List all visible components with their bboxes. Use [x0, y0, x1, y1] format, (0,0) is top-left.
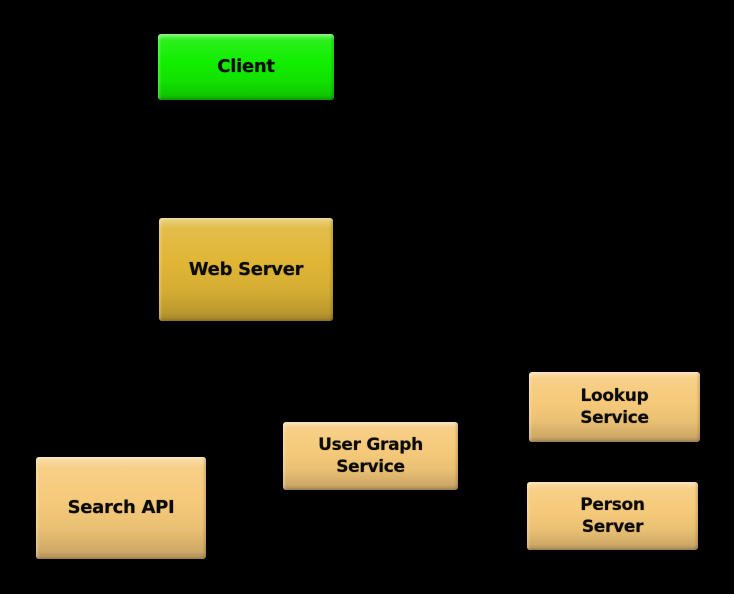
- node-lookup-service-label: Lookup Service: [580, 385, 649, 428]
- node-web-server: Web Server: [159, 218, 333, 321]
- node-client-label: Client: [217, 56, 275, 78]
- node-client: Client: [158, 34, 334, 100]
- node-person-server-label: Person Server: [580, 494, 645, 537]
- node-web-server-label: Web Server: [188, 258, 304, 280]
- node-person-server: Person Server: [527, 482, 698, 550]
- node-user-graph-service: User Graph Service: [283, 422, 458, 490]
- node-search-api: Search API: [36, 457, 206, 559]
- node-search-api-label: Search API: [67, 497, 175, 519]
- node-user-graph-service-label: User Graph Service: [318, 434, 423, 477]
- node-lookup-service: Lookup Service: [529, 372, 700, 442]
